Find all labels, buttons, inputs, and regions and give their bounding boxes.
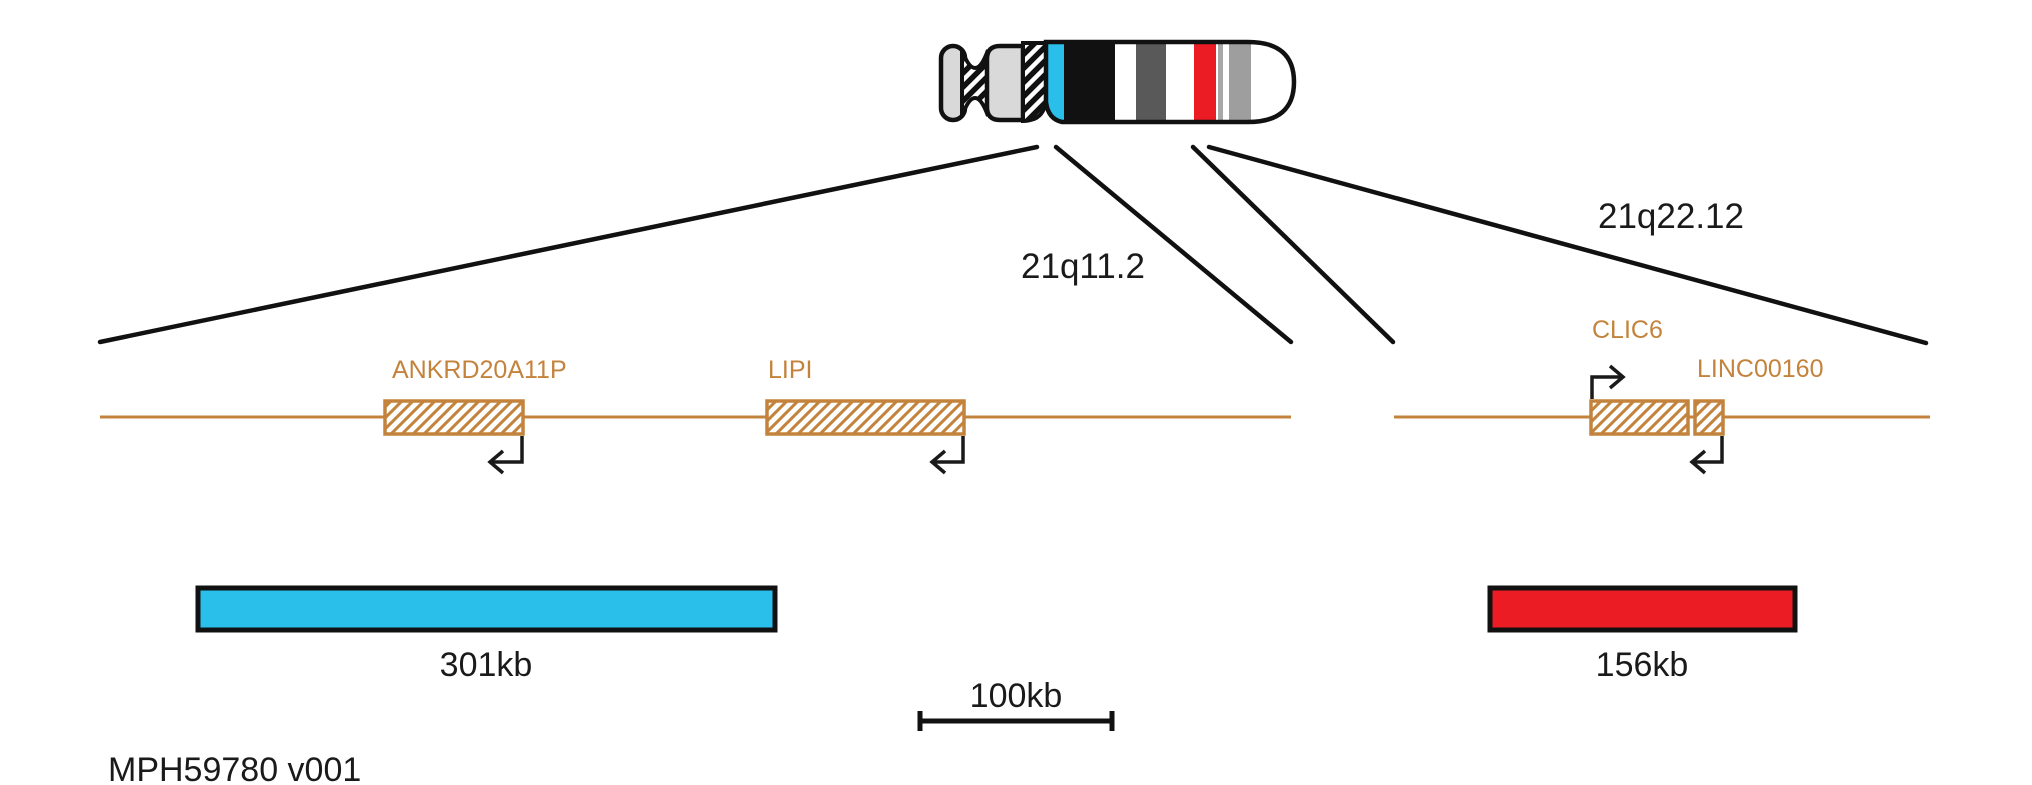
strand-arrow-head-left [1689,449,1707,475]
region2-size-label: 156kb [1596,646,1689,684]
zoom-line-region2-right [1206,144,1929,346]
chr-band-21q22-12-highlight [1194,42,1216,122]
strand-arrow-shaft [1694,436,1724,464]
region1-size-label: 301kb [440,646,533,684]
strand-arrow-shaft [1590,375,1621,399]
chr-band-21q11-2-highlight [1046,42,1064,122]
strand-arrow-shaft [492,436,524,464]
chr-q-arm-bands [1046,42,1294,122]
chr-band-gray-thin [1218,42,1223,122]
zoom-line-region1-right [1053,144,1294,345]
region-21q11-2: ANKRD20A11P LIPI 301kb [100,356,1291,684]
zoom-fan-lines [97,144,1929,346]
gene-lipi-strand-arrow [929,436,965,475]
strand-arrow-head-right [1608,364,1626,390]
figure-id-label: MPH59780 v001 [108,751,361,785]
band-label-21q11-2: 21q11.2 [1021,247,1145,286]
gene-box-ankrd20a11p [383,399,525,436]
scale-bar-label: 100kb [970,677,1063,715]
gene-label-ankrd20a11p: ANKRD20A11P [392,356,567,384]
region2-size-bar [1487,585,1798,633]
strand-arrow-head-left [487,449,505,475]
chr-band-gray-dark [1136,42,1166,122]
strand-arrow-head-left [929,449,947,475]
band-label-21q22-12: 21q22.12 [1598,197,1744,236]
strand-arrow-shaft [934,436,965,464]
chr-q-arm-outline [1043,39,1297,125]
chr-p-band-light [984,43,1026,123]
zoom-line-region2-left [1190,144,1396,345]
chromosome-ideogram [938,39,1297,125]
gene-box-lipi [765,399,966,436]
gene-box-clic6 [1589,399,1690,436]
gene-linc00160-strand-arrow [1689,436,1724,475]
gene-label-linc00160: LINC00160 [1697,355,1823,383]
gene-ankrd20a11p-strand-arrow [487,436,524,475]
region-21q22-12: CLIC6 LINC00160 156kb [1394,316,1930,684]
gene-label-lipi: LIPI [768,356,812,384]
zoom-line-region1-left [97,144,1040,345]
gene-box-linc00160 [1693,399,1725,436]
chr-centromere-region-hatched [1021,41,1048,124]
chr-p-stalk-hatched [960,49,990,117]
scale-bar: 100kb [917,677,1115,731]
gene-label-clic6: CLIC6 [1592,316,1663,344]
chr-band-gray-mid [1229,42,1251,122]
gene-clic6-strand-arrow [1590,364,1626,399]
chr-band-black [1064,42,1115,122]
region1-size-bar [195,585,778,633]
